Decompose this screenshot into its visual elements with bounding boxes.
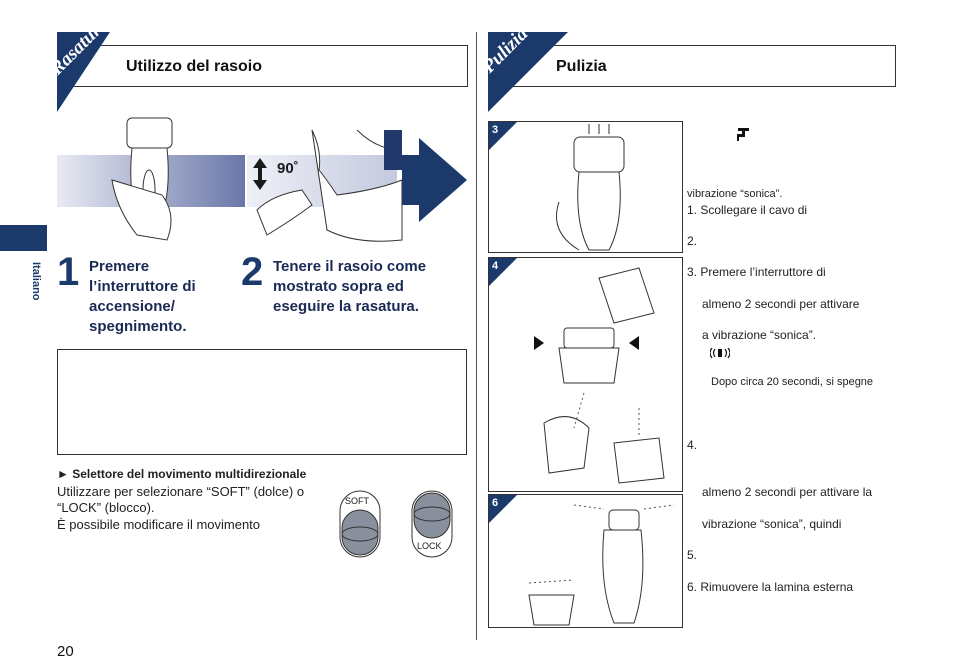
soft-label: SOFT	[345, 496, 369, 506]
pulizia-tab-triangle	[488, 32, 568, 112]
selector-line: È possibile modificare il movimento	[57, 517, 261, 532]
step-1-text: Premere l’interruttore di accensione/ sp…	[89, 257, 196, 337]
page-number: 20	[57, 643, 74, 660]
selector-heading: ► Selettore del movimento multidireziona…	[57, 467, 307, 481]
instruction-line: 6. Rimuovere la lamina esterna	[687, 580, 854, 594]
panel-6-illustration	[489, 495, 675, 626]
rasatura-tab-triangle	[57, 32, 110, 112]
left-header-title: Utilizzo del rasoio	[126, 58, 263, 75]
instruction-line: Dopo circa 20 secondi, si spegne	[711, 376, 874, 388]
left-header-box	[57, 45, 468, 87]
instruction-line: vibrazione “sonica”, quindi	[702, 517, 842, 531]
step-1-line: accensione/	[89, 298, 175, 315]
instruction-line: 5.	[687, 548, 698, 562]
step-1-line: Premere	[89, 258, 150, 275]
step-2-line: eseguire la rasatura.	[273, 298, 419, 315]
right-header-box	[488, 45, 896, 87]
panel-6-number: 6	[492, 497, 499, 509]
instruction-line: 3. Premere l’interruttore di	[687, 265, 826, 279]
column-divider	[476, 32, 477, 640]
vibration-icon	[710, 347, 730, 359]
panel-4-number: 4	[492, 260, 499, 272]
instruction-line: vibrazione “sonica”.	[687, 188, 783, 200]
instruction-line: 4.	[687, 438, 698, 452]
right-header-title: Pulizia	[556, 58, 607, 75]
step-panel-6: 6	[488, 494, 683, 628]
shaving-illustration	[57, 117, 467, 242]
angle-label: 90˚	[277, 160, 299, 177]
step-2-line: Tenere il rasoio come	[273, 258, 427, 275]
language-label: Italiano	[30, 262, 42, 301]
step-2-text: Tenere il rasoio come mostrato sopra ed …	[273, 257, 426, 317]
panel-3-illustration	[489, 122, 625, 251]
step-1-number: 1	[57, 250, 80, 294]
water-tap-icon	[737, 128, 749, 141]
note-box	[57, 349, 467, 455]
selector-line: Utilizzare per selezionare “SOFT” (dolce…	[57, 484, 305, 499]
instruction-line: almeno 2 secondi per attivare	[702, 297, 860, 311]
language-tab	[0, 225, 47, 251]
soft-switch-icon	[339, 490, 381, 558]
instruction-line: 1. Scollegare il cavo di	[687, 203, 808, 217]
step-1-line: l’interruttore di	[89, 278, 196, 295]
selector-line: “LOCK” (blocco).	[57, 500, 155, 515]
step-2-line: mostrato sopra ed	[273, 278, 404, 295]
step-2-number: 2	[241, 250, 264, 294]
step-1-line: spegnimento.	[89, 318, 187, 335]
panel-4-illustration	[489, 258, 665, 484]
instruction-line: 2.	[687, 234, 698, 248]
instruction-line: a vibrazione “sonica”.	[702, 328, 817, 342]
lock-switch-icon	[411, 490, 453, 558]
lock-label: LOCK	[417, 541, 442, 551]
panel-3-number: 3	[492, 124, 499, 136]
instruction-line: almeno 2 secondi per attivare la	[702, 485, 873, 499]
step-panel-4: 4	[488, 257, 683, 492]
step-panel-3: 3	[488, 121, 683, 253]
